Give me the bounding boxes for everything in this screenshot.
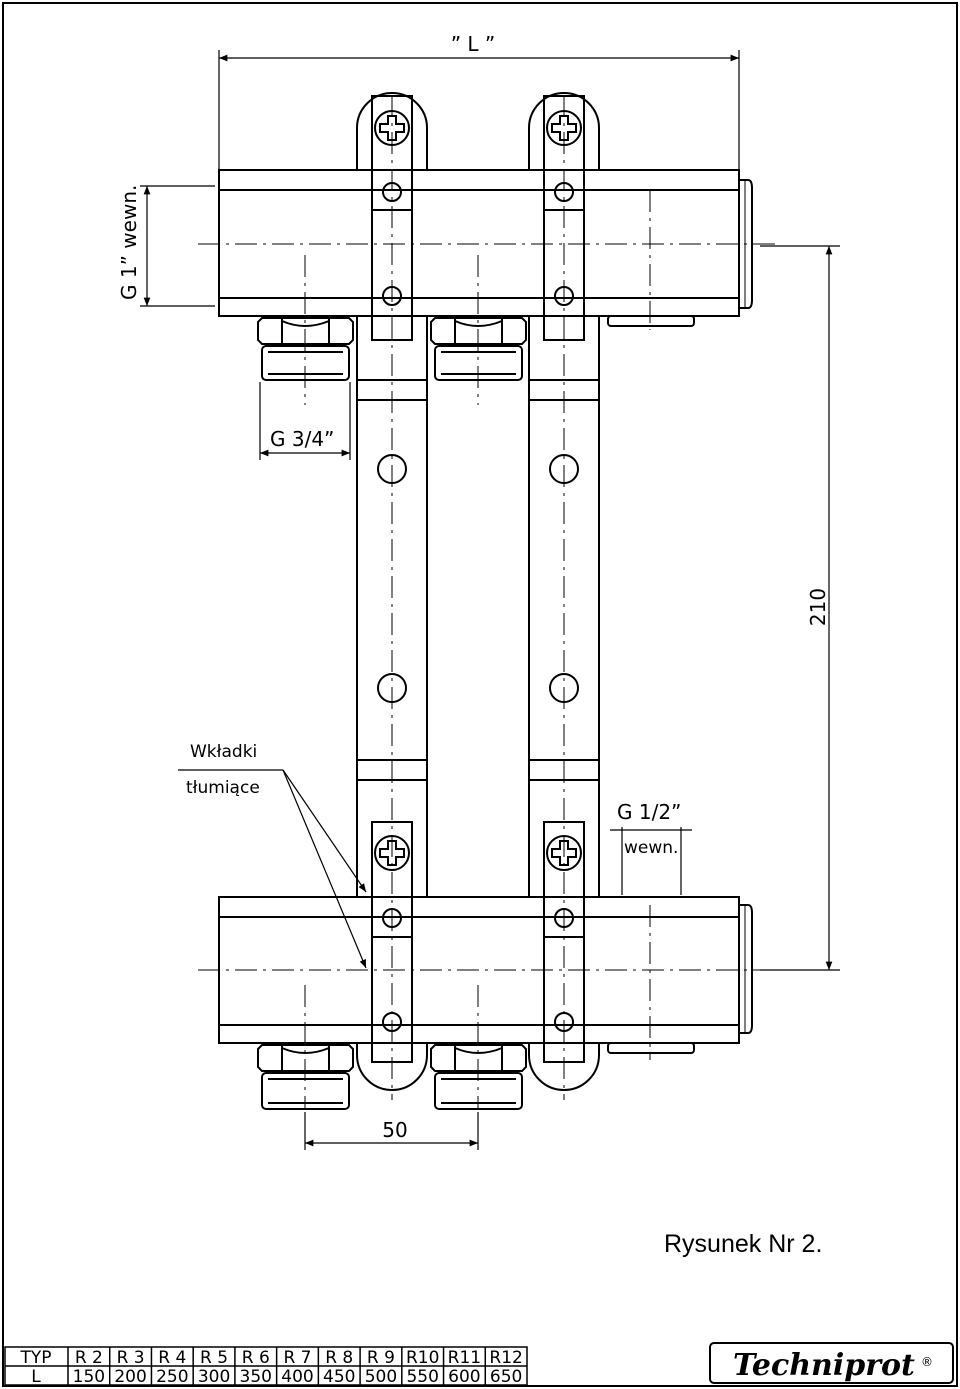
- table-length-cell: 600: [448, 1367, 480, 1387]
- table-type-cell: R 4: [158, 1348, 186, 1368]
- table-type-cell: R 3: [117, 1348, 145, 1368]
- table-length-cell: 350: [240, 1367, 272, 1387]
- vent-thread-label-line2: wewn.: [624, 838, 678, 858]
- table-type-cell: R 8: [325, 1348, 353, 1368]
- center-lines: [198, 95, 775, 1110]
- top-manifold: [218, 169, 753, 327]
- vent-thread-label-line1: G 1/2”: [617, 800, 681, 824]
- table-type-cell: R 9: [367, 1348, 395, 1368]
- table-header-l: L: [31, 1367, 41, 1387]
- table-length-cell: 250: [156, 1367, 188, 1387]
- right-bracket: [528, 92, 600, 1091]
- table-length-cell: 200: [114, 1367, 146, 1387]
- table-type-cell: R 5: [200, 1348, 228, 1368]
- inlet-thread-label: G 1” wewn.: [117, 185, 141, 300]
- table-type-cell: R10: [406, 1348, 439, 1368]
- length-label: ” L ”: [451, 32, 496, 56]
- outlet-thread-label: G 3/4”: [270, 427, 334, 451]
- mounting-holes: [377, 182, 579, 1032]
- table-length-cell: 450: [323, 1367, 355, 1387]
- length-dimension: [218, 50, 740, 180]
- table-header-typ: TYP: [19, 1348, 51, 1368]
- top-outlet-nipples: [257, 317, 527, 381]
- registered-mark: ®: [921, 1355, 933, 1369]
- bottom-manifold: [218, 896, 753, 1054]
- table-length-cell: 300: [198, 1367, 230, 1387]
- note-line2: tłumiące: [186, 778, 260, 798]
- table-length-cell: 150: [73, 1367, 105, 1387]
- inlet-thread-dimension: [140, 185, 215, 307]
- table-length-cell: 650: [490, 1367, 522, 1387]
- screw-heads: [374, 110, 582, 871]
- spacing-label: 50: [382, 1118, 407, 1142]
- table-type-cell: R11: [448, 1348, 481, 1368]
- outlet-thread-dimension: [259, 382, 351, 460]
- company-logo: Techniprot: [733, 1348, 915, 1383]
- bottom-outlet-nipples: [257, 1044, 527, 1110]
- spacing-dimension: [304, 1112, 479, 1150]
- height-label: 210: [806, 588, 830, 626]
- table-length-cell: 400: [281, 1367, 313, 1387]
- table-type-cell: R 7: [283, 1348, 311, 1368]
- note-leader: [178, 769, 367, 969]
- table-length-cell: 500: [365, 1367, 397, 1387]
- left-bracket: [356, 92, 428, 1091]
- table-type-cell: R 6: [242, 1348, 270, 1368]
- table-length-cell: 550: [406, 1367, 438, 1387]
- spec-table: [4, 1346, 528, 1386]
- note-line1: Wkładki: [190, 742, 257, 762]
- table-type-cell: R 2: [75, 1348, 103, 1368]
- logo-box: [709, 1342, 954, 1384]
- figure-title: Rysunek Nr 2.: [664, 1230, 822, 1258]
- table-type-cell: R12: [489, 1348, 522, 1368]
- vent-thread-dimension: [610, 827, 692, 895]
